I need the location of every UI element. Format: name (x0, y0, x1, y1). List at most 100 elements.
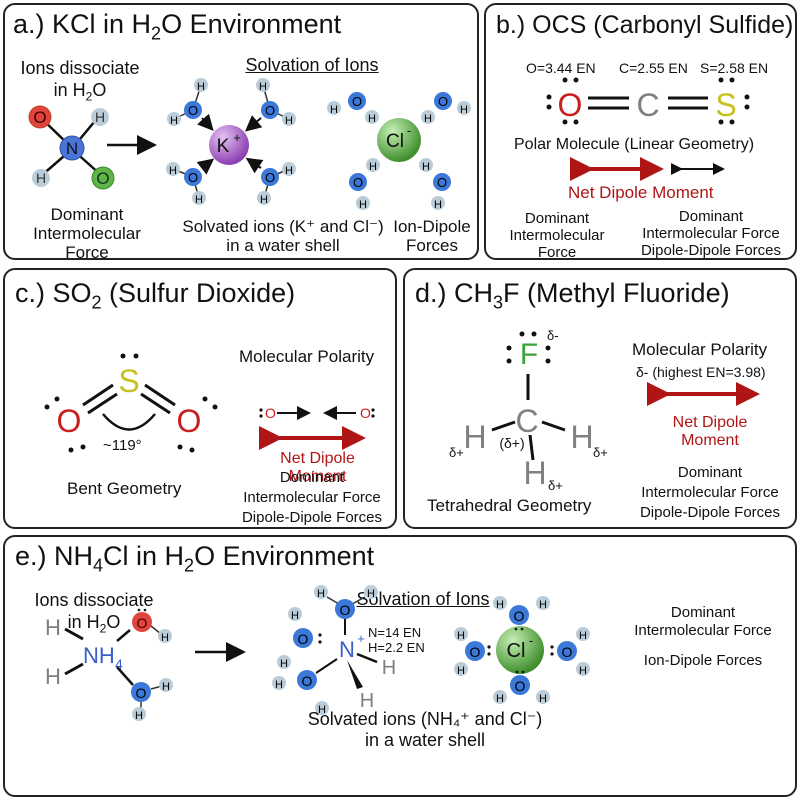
svg-text:O: O (265, 103, 275, 118)
water-molecule: O H H (166, 158, 215, 206)
panel-c-so2: c.) SO2 (Sulfur Dioxide) S O O O O ~119°… (3, 268, 397, 529)
svg-text:O: O (437, 175, 447, 190)
svg-text:H: H (260, 194, 268, 206)
carbon-atom: C (515, 403, 538, 439)
oxygen-atom (28, 105, 52, 129)
svg-text:H: H (291, 610, 299, 622)
potassium-ion (209, 125, 249, 165)
chloride-solvation: Cl - O H H O H H O H H O (454, 596, 590, 705)
geometry-label: Bent Geometry (67, 479, 182, 498)
svg-text:O: O (352, 94, 362, 109)
svg-text:H: H (280, 658, 288, 670)
polarity-heading: Molecular Polarity (239, 347, 375, 366)
lone-pairs (44, 353, 218, 453)
svg-text:H: H (169, 165, 177, 177)
nitrogen-atom (59, 135, 85, 161)
water-molecule: O H H (349, 158, 380, 211)
water-molecule: O H H (245, 157, 296, 206)
svg-text:H: H (197, 81, 205, 93)
svg-text:O: O (353, 175, 363, 190)
svg-text:H: H (422, 161, 430, 173)
lone-pairs (506, 331, 551, 364)
svg-text:O: O (188, 170, 198, 185)
svg-text:O: O (136, 685, 147, 701)
svg-text:H: H (424, 113, 432, 125)
c-h-bonds (491, 420, 566, 461)
ammonium-label: NH (83, 643, 115, 668)
panel-e-title: e.) NH4Cl in H2O Environment (15, 541, 375, 576)
panel-e-diagram: H H NH 4 O H O H H N + H (45, 585, 590, 722)
potassium-solvation: K + O H H O H H (166, 78, 296, 206)
svg-text:-: - (529, 633, 533, 648)
panel-d-ch3f: d.) CH3F (Methyl Fluoride) F δ- C H H H … (403, 268, 797, 529)
water-molecule: O H H (167, 78, 214, 131)
svg-text:O: O (33, 108, 46, 127)
svg-text:H: H (330, 104, 338, 116)
svg-text:H: H (161, 632, 169, 644)
panel-a-diagram: O H N H O K + O H H (28, 78, 471, 211)
svg-text:O: O (470, 644, 481, 660)
hydrogen-atom (91, 108, 109, 126)
delta-plus-label: δ+ (593, 445, 608, 460)
en-carbon: C=2.55 EN (619, 60, 688, 76)
en-sulfur: S=2.58 EN (700, 60, 769, 76)
delta-plus-label: δ+ (449, 445, 464, 460)
polarity-note: δ- (highest EN=3.98) (636, 364, 766, 380)
oxygen-atom: O (177, 403, 202, 439)
oxygen-atom: O (57, 403, 82, 439)
svg-text:H: H (45, 615, 61, 640)
sulfur-atom: S (118, 363, 139, 399)
solvation-heading: Solvation of Ions (245, 55, 379, 75)
svg-text:O: O (302, 673, 313, 689)
oxygen-atom (91, 166, 115, 190)
en-oxygen: O=3.44 EN (526, 60, 596, 76)
chloride-ion (496, 626, 544, 674)
svg-text:H: H (45, 664, 61, 689)
bond-angle-arc (102, 413, 156, 431)
svg-text:H: H (579, 630, 587, 642)
solvation-heading: Solvation of Ions (356, 589, 490, 609)
svg-text:H: H (367, 588, 375, 600)
svg-text:H: H (318, 704, 326, 716)
svg-text:H: H (135, 710, 143, 722)
svg-text:H: H (170, 115, 178, 127)
panel-c-title: c.) SO2 (Sulfur Dioxide) (15, 278, 296, 313)
water-molecule: O H H (327, 92, 379, 125)
nitrogen-atom: N (339, 637, 355, 662)
svg-text:H: H (359, 199, 367, 211)
svg-text:H: H (275, 679, 283, 691)
ch3f-structure: F δ- C H H H δ+ δ+ δ+ (δ+) (449, 328, 760, 493)
svg-text:H: H (539, 599, 547, 611)
hydrogen-atom (32, 169, 50, 187)
geometry-label: Tetrahedral Geometry (427, 496, 592, 515)
chloride-solvation: Cl - O H H O H H O H H (327, 92, 471, 211)
delta-plus-label: δ+ (548, 478, 563, 493)
svg-text:H: H (496, 599, 504, 611)
polar-molecule-label: Polar Molecule (Linear Geometry) (514, 136, 755, 153)
svg-text:H: H (360, 690, 374, 712)
svg-text:H: H (457, 665, 465, 677)
svg-text:O: O (96, 169, 109, 188)
svg-text:K: K (217, 136, 230, 157)
svg-text:H: H (368, 113, 376, 125)
svg-text:H: H (539, 693, 547, 705)
svg-text:O: O (438, 94, 448, 109)
svg-text:O: O (188, 103, 198, 118)
so2-structure: S O O O O (44, 353, 375, 453)
svg-text:-: - (407, 123, 411, 138)
svg-text:H: H (95, 109, 105, 125)
sulfur-atom: S (715, 87, 736, 123)
svg-text:H: H (285, 165, 293, 177)
svg-text:H: H (36, 170, 46, 186)
svg-text:O: O (137, 615, 148, 631)
lone-pairs (546, 77, 750, 125)
panel-a-kcl: a.) KCl in H2O Environment Ions dissocia… (3, 3, 479, 262)
carbon-delta-label: (δ+) (499, 435, 524, 451)
svg-text:+: + (357, 631, 365, 646)
